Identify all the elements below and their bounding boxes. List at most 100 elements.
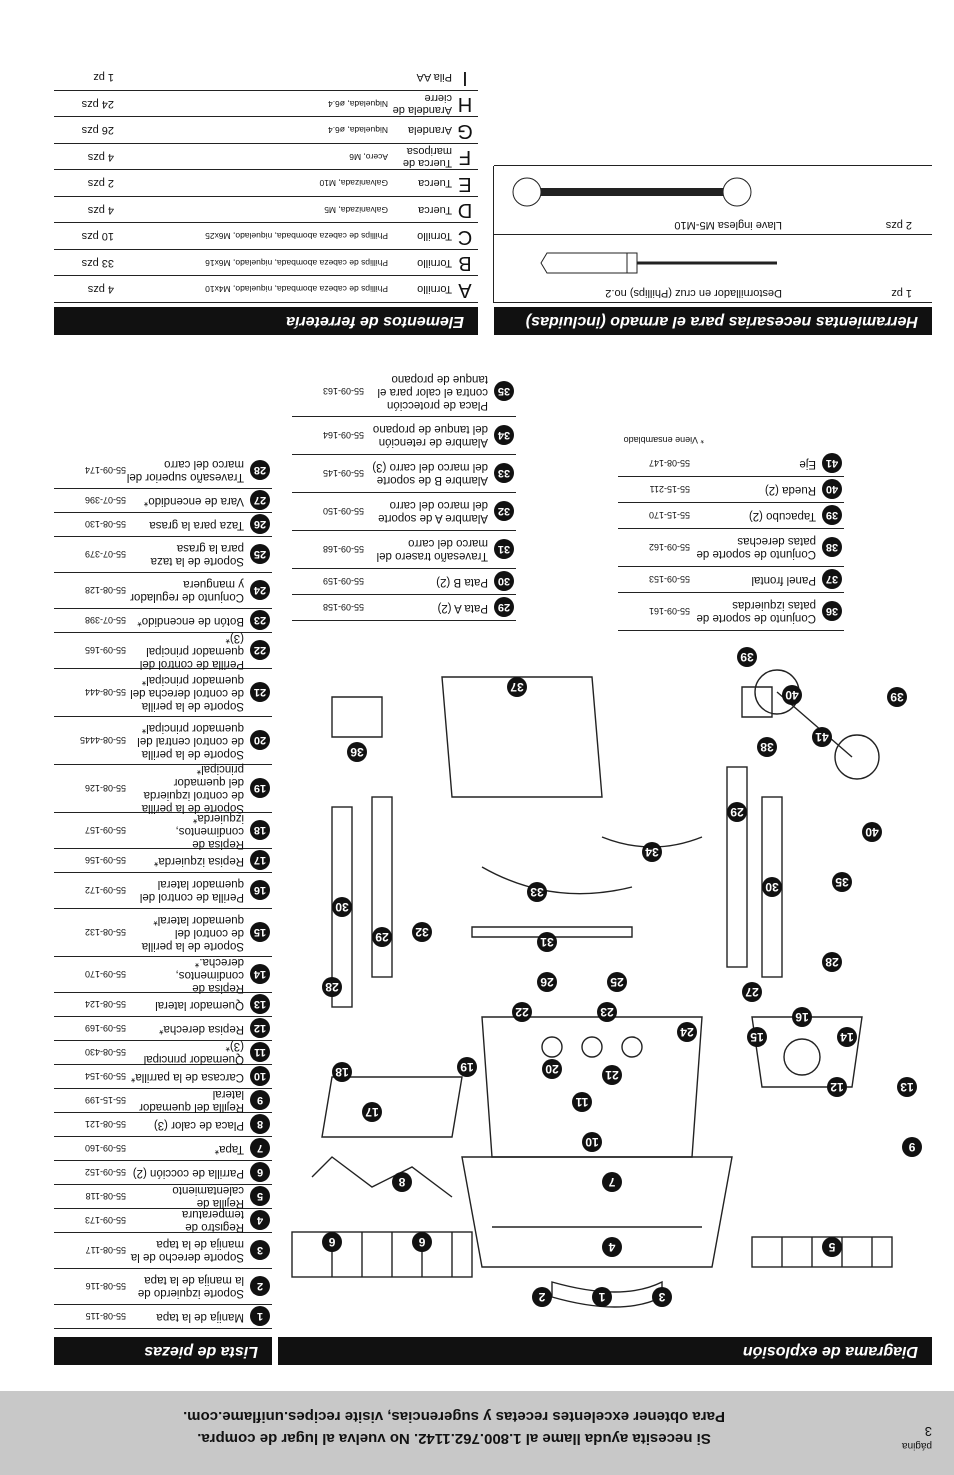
part-code: 55-09-172 (84, 885, 126, 896)
part-number-badge: 17 (250, 850, 270, 871)
callout-circle (652, 1287, 672, 1307)
callout-circle (412, 922, 432, 942)
callout-circle (677, 1022, 697, 1042)
hardware-name: Tuerca (418, 203, 452, 216)
callout-circle (537, 972, 557, 992)
hardware-quantity: 10 pzs (81, 230, 114, 243)
callout-number: 4 (608, 1240, 615, 1254)
part-code: 55-07-379 (84, 549, 126, 560)
part-code: 55-08-118 (85, 1191, 126, 1202)
hardware-letter: C (457, 225, 473, 248)
callout-circle (782, 685, 802, 705)
part-code: 55-08-444 (84, 687, 126, 698)
callout-number: 16 (795, 1010, 809, 1024)
hardware-name: Tornillo (417, 230, 452, 243)
hardware-name: Tornillo (417, 256, 452, 269)
callout-circle (507, 677, 527, 697)
part-name: Manija de la tapa (156, 1311, 244, 1323)
hardware-letter: I (462, 66, 468, 89)
callout-number: 13 (900, 1080, 914, 1094)
callout-circle (837, 1027, 857, 1047)
part-name: Taza para la grasa (149, 519, 244, 531)
tool-name-2: Llave inglesa M5-M10 (674, 219, 782, 231)
part-number-badge: 35 (494, 381, 514, 402)
part-name: Soporte de la taza para la grasa (150, 542, 244, 568)
part-code: 55-08-115 (85, 1311, 126, 1322)
part-number-badge: 16 (250, 880, 270, 901)
tools-panel: Destornillador en cruz (Phillips) no.2 1… (493, 165, 932, 303)
part-number-badge: 27 (250, 490, 270, 511)
part-name: Pata A (2) (437, 602, 488, 614)
callout-circle (592, 1287, 612, 1307)
hardware-quantity: 26 pzs (81, 124, 114, 137)
hardware-name: Arandela de cierre (392, 91, 452, 116)
part-name: Conjunto de regulador y manguera (130, 578, 244, 604)
callout-number: 27 (745, 985, 759, 999)
hardware-letter: H (457, 93, 473, 116)
part-name: Placa de calor (3) (153, 1119, 244, 1131)
part-code: 55-09-152 (84, 1167, 126, 1178)
hardware-quantity: 1 pz (93, 71, 114, 84)
part-code: 55-15-211 (649, 484, 690, 495)
part-number-badge: 28 (250, 460, 270, 481)
callout-circle (542, 1059, 562, 1079)
part-code: 55-09-170 (84, 969, 126, 980)
left-shelf-shape (321, 1076, 463, 1138)
part-code: 55-09-153 (648, 574, 690, 585)
part-code: 55-09-158 (322, 602, 364, 613)
part-number-badge: 37 (822, 569, 842, 590)
part-name: Alambre A de soporte del marco del carro (378, 499, 488, 525)
callout-circle (822, 952, 842, 972)
part-name: Soporte de la perilla de control derecha… (130, 674, 244, 712)
callout-circle (602, 1065, 622, 1085)
part-name: Quemador principal (3)* (143, 1040, 244, 1066)
callout-circle (642, 842, 662, 862)
grill-housing-shape (481, 1016, 703, 1158)
part-code: 55-08-121 (84, 1119, 126, 1130)
page-label: página (901, 1440, 932, 1451)
part-name: Soporte izquierdo de la manija de la tap… (137, 1274, 244, 1300)
callout-number: 40 (785, 688, 799, 702)
lid-shape (461, 1156, 733, 1268)
preassembled-note: * Viene ensamblado (623, 435, 704, 445)
recipes-line: Para obtener excelentes recetas y sugere… (183, 1408, 725, 1425)
callout-number: 34 (645, 845, 659, 859)
part-code: 55-09-162 (648, 542, 690, 553)
part-number-badge: 32 (494, 501, 514, 522)
part-code: 55-15-199 (84, 1095, 126, 1106)
part-name: Soporte de la perilla de control central… (137, 722, 244, 760)
help-line: Si necesita ayuda llame al 1.800.762.114… (197, 1430, 711, 1447)
parts-row: 32 Alambre A de soporte del marco del car… (292, 493, 516, 531)
callout-number: 41 (815, 730, 829, 744)
part-number-badge: 5 (250, 1186, 270, 1207)
part-code: 55-08-4445 (79, 735, 126, 746)
part-number-badge: 10 (250, 1066, 270, 1087)
callout-number: 33 (530, 885, 544, 899)
part-code: 55-09-164 (322, 430, 364, 441)
part-name: Conjunto de soporte de patas izquierdas (696, 599, 816, 625)
part-code: 55-09-168 (322, 544, 364, 555)
hardware-description: Phillips de cabeza abombada, niquelado, … (205, 231, 388, 242)
part-code: 55-09-156 (84, 855, 126, 866)
callout-number: 15 (750, 1030, 764, 1044)
part-number-badge: 38 (822, 537, 842, 558)
part-number-badge: 22 (250, 640, 270, 661)
